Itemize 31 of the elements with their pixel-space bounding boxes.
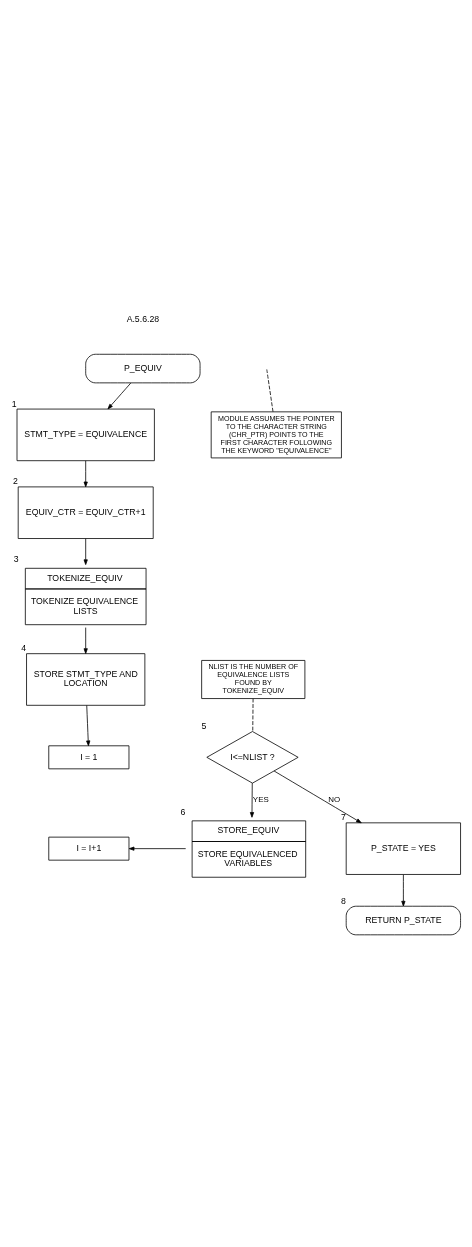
node-label: 2: [12, 476, 18, 487]
node-box: EQUIV_CTR = EQUIV_CTR+1: [17, 486, 154, 539]
node-label: 8: [340, 895, 346, 906]
node-label: 1: [11, 398, 17, 409]
arrow: [107, 382, 132, 410]
node-label: 7: [340, 812, 346, 823]
arrow: [86, 705, 91, 747]
node-diamond: I<=NLIST ?: [206, 731, 299, 784]
node-box: RETURN P_STATE: [345, 905, 461, 936]
node-box: I = 1: [48, 745, 130, 770]
node-box: STMT_TYPE = EQUIVALENCE: [16, 408, 155, 462]
node-box: STORE STMT_TYPE AND LOCATION: [26, 653, 146, 706]
node-label: 6: [180, 806, 186, 817]
connector: [252, 698, 254, 732]
arrow: [128, 846, 187, 851]
arrow: [273, 770, 362, 824]
edge-label: YES: [252, 795, 269, 805]
node-label: 4: [21, 643, 27, 654]
node-box: I = I+1: [48, 836, 130, 861]
arrow: [249, 782, 255, 818]
arrow: [401, 874, 406, 907]
arrow: [83, 538, 88, 565]
node-label: 5: [201, 720, 207, 731]
connector: [266, 369, 274, 413]
edge-label: NO: [328, 795, 341, 805]
label: A.5.6.28: [126, 314, 160, 325]
arrow: [83, 627, 88, 654]
node-box: P_EQUIV: [85, 353, 201, 384]
arrow: [83, 460, 88, 488]
node-box: P_STATE = YES: [345, 822, 461, 875]
node-label: 3: [13, 554, 19, 565]
